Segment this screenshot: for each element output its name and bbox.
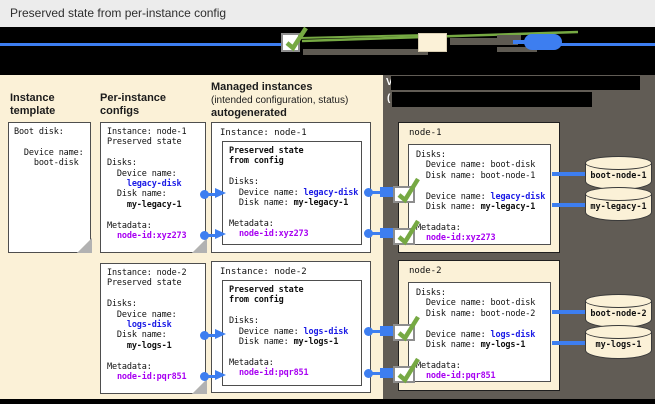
disk-connector-line (552, 203, 586, 207)
connector-line (207, 375, 217, 378)
redacted-bar (497, 47, 537, 52)
connector-line (207, 334, 217, 337)
connector-line (207, 234, 217, 237)
managed-instance-title: Instance: node-2 (220, 267, 307, 277)
blue-dot-icon (364, 369, 373, 378)
blue-arrow-icon (215, 329, 226, 339)
connector-line (371, 191, 381, 194)
blue-square-icon (380, 368, 393, 378)
managed-instance-title: Instance: node-1 (220, 128, 307, 138)
disk-label: my-legacy-1 (590, 202, 647, 212)
disk-cylinder-icon: my-logs-1 (585, 325, 652, 359)
redacted-bar (450, 38, 518, 45)
column-header-instance-template: Instance template (10, 92, 56, 117)
blue-dot-icon (200, 190, 209, 199)
blue-dot-icon (364, 229, 373, 238)
vm-config-box: Disks: Device name: boot-disk Disk name:… (408, 282, 551, 382)
disk-cylinder-icon: boot-node-1 (585, 156, 652, 190)
blue-dot-icon (364, 188, 373, 197)
disk-cylinder-icon: boot-node-2 (585, 294, 652, 328)
blue-oval-tail (513, 40, 527, 44)
title-bar: Preserved state from per-instance config (0, 0, 655, 27)
connector-line (371, 330, 381, 333)
blue-dot-icon (200, 331, 209, 340)
vm-instance-node-1: node-1 Disks: Device name: boot-disk Dis… (398, 122, 560, 253)
disk-label: boot-node-2 (590, 309, 647, 319)
vm-instance-node-2: node-2 Disks: Device name: boot-disk Dis… (398, 260, 560, 391)
column-header-per-instance-configs: Per-instance configs (100, 92, 167, 117)
bottom-black-strip (0, 399, 655, 404)
blue-dot-icon (200, 231, 209, 240)
redacted-bar (303, 49, 428, 55)
blue-arrow-icon (215, 370, 226, 380)
vm-config-box: Disks: Device name: boot-disk Disk name:… (408, 144, 551, 245)
connector-line (371, 232, 381, 235)
green-check-icon (393, 357, 420, 384)
blue-dot-icon (364, 327, 373, 336)
legend-blue-line-left (0, 43, 282, 46)
blue-arrow-icon (215, 188, 226, 198)
disk-cylinder-icon: my-legacy-1 (585, 187, 652, 221)
legend-blue-line-right (556, 43, 655, 46)
instance-template-box: Boot disk: Device name: boot-disk (8, 122, 91, 253)
disk-connector-line (552, 310, 586, 314)
disk-connector-line (552, 172, 586, 176)
legend-band (0, 26, 655, 75)
vm-header-glyph: V (386, 77, 393, 88)
page-title: Preserved state from per-instance config (10, 6, 227, 20)
green-check-icon (393, 315, 420, 342)
vm-header-glyph: ( (387, 93, 391, 104)
vm-name: node-2 (409, 266, 442, 276)
blue-square-icon (380, 326, 393, 336)
green-check-icon (393, 177, 420, 204)
blue-square-icon (380, 187, 393, 197)
redacted-bar (391, 76, 640, 90)
cream-box-icon (418, 33, 447, 52)
redacted-bar (497, 35, 521, 40)
redacted-bar (392, 92, 592, 107)
disk-label: boot-node-1 (590, 171, 647, 181)
disk-connector-line (552, 341, 586, 345)
connector-line (207, 193, 217, 196)
green-check-icon (281, 26, 308, 52)
blue-oval-icon (524, 34, 562, 50)
column-header-managed-instances: Managed instances (intended configuratio… (211, 81, 349, 119)
blue-dot-icon (200, 372, 209, 381)
connector-line (371, 372, 381, 375)
green-check-icon (393, 219, 420, 246)
vm-name: node-1 (409, 128, 442, 138)
disk-label: my-logs-1 (595, 340, 642, 350)
blue-arrow-icon (215, 229, 226, 239)
blue-square-icon (380, 228, 393, 238)
